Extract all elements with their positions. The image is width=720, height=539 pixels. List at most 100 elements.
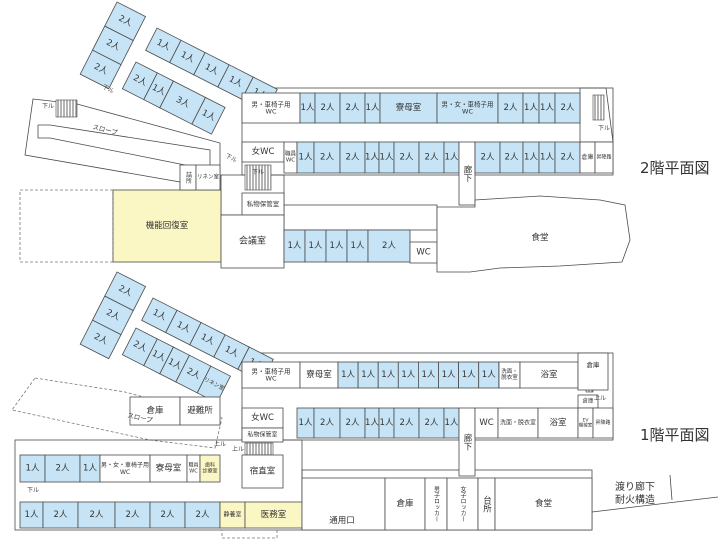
terrace-2f: [19, 189, 114, 263]
room-label: スロープ: [92, 123, 119, 137]
room-shape: [339, 141, 366, 174]
room-label: 1人: [524, 103, 538, 113]
room-label: 2人: [400, 418, 414, 428]
room-shape: [241, 427, 284, 443]
room: 浴室: [537, 407, 579, 439]
slope-lanes-2f: [37, 124, 211, 171]
room: 医務室: [244, 501, 303, 529]
room: 1人: [377, 361, 399, 389]
room-label-line: WC: [266, 375, 277, 383]
room-label: 2人: [425, 418, 439, 428]
room-label: 倉庫: [396, 498, 414, 509]
room-shape: [129, 396, 181, 426]
stair-direction-mark: 下ル: [101, 84, 115, 96]
room-label: 昇降路: [596, 154, 611, 161]
room-label: 食堂: [531, 232, 548, 243]
room: 1人: [337, 361, 359, 389]
room: 女WC: [241, 141, 285, 163]
room-shape: [99, 454, 151, 483]
room: 3人: [159, 80, 207, 125]
room: 2人: [418, 141, 445, 174]
room-label: 2人: [346, 418, 360, 428]
room-label: 女子ロッカー: [459, 485, 466, 522]
room-label: 1人: [301, 103, 315, 113]
room: 2人: [339, 407, 366, 439]
stair-direction-mark: 下ル: [27, 487, 39, 494]
room: 2人: [474, 141, 501, 174]
room-label: 1人: [361, 370, 375, 380]
room-label: 2人: [400, 153, 414, 163]
room-shape: [554, 141, 581, 174]
room-label: 1人: [462, 370, 476, 380]
room-label: 1人: [351, 241, 365, 251]
room-shape: [79, 49, 122, 90]
room: 2人: [554, 92, 581, 124]
room: 2人: [314, 92, 341, 124]
room: 寮母室: [149, 454, 188, 483]
room-label-line: 歯科: [205, 462, 215, 469]
walkway-line: [591, 496, 719, 513]
room: 1人: [364, 141, 379, 174]
room: 2人: [367, 229, 411, 263]
room: 1人: [19, 454, 46, 483]
stair-direction-mark: 上ル: [232, 445, 244, 453]
stair-direction-mark: 上ル: [214, 440, 226, 448]
room-label: 1人: [381, 370, 395, 380]
room-label: 2人: [54, 510, 68, 520]
room: 2人: [499, 141, 524, 174]
room: 1人: [364, 92, 381, 124]
room: 廊下: [458, 407, 476, 477]
room: 2人: [114, 501, 151, 529]
floor1-title: 1階平面図: [640, 426, 710, 444]
room: 1人: [378, 141, 395, 174]
room-shape: [184, 501, 221, 529]
room-shape: [393, 407, 420, 439]
room-label: 避難所: [187, 405, 213, 416]
room-shape: [393, 141, 420, 174]
room-shape: [519, 361, 579, 389]
room-shape: [594, 141, 614, 174]
room: 1人: [165, 309, 202, 346]
room-shape: [436, 195, 631, 273]
room-label: 2人: [481, 153, 495, 163]
room-label-line: 男・車椅子用: [252, 99, 291, 108]
room-label: 1人: [445, 418, 459, 428]
room-label: 2人: [320, 418, 334, 428]
room-shape: [592, 407, 614, 439]
room: 2人: [497, 92, 524, 124]
room: 会議室: [220, 214, 285, 269]
room-shape: [199, 454, 221, 483]
room-label: 2人: [321, 103, 335, 113]
room: 2人: [149, 501, 186, 529]
room-label: 静養室: [223, 511, 241, 519]
walkway-label: 渡り廊下: [615, 480, 655, 493]
room: 寮母室: [299, 361, 339, 389]
room: 食堂: [494, 477, 593, 531]
room: 女WC: [241, 407, 284, 429]
room-label: 廊下: [462, 433, 472, 452]
room: 2人: [121, 327, 158, 367]
south-corridor-2f: [283, 204, 438, 231]
room-label: 倉庫: [582, 397, 594, 405]
room-label: 1人: [25, 510, 39, 520]
room: 1人: [145, 27, 182, 64]
room-shape: [42, 501, 79, 529]
room: 2人: [313, 407, 341, 439]
room-shape: [418, 407, 445, 439]
room-shape: [301, 477, 386, 531]
room-shape: [79, 319, 122, 360]
canopy-1f: [221, 529, 278, 539]
room: 1人: [346, 229, 369, 263]
room-label: 倉庫: [146, 405, 164, 416]
room: 2人: [554, 141, 581, 174]
room: 1人: [438, 361, 460, 389]
room-shape: [313, 141, 341, 174]
room: 2人: [44, 454, 81, 483]
room-label: 浴室: [549, 417, 567, 428]
room: 1人: [357, 361, 379, 389]
room-label-line: 洗面・: [501, 367, 518, 375]
stairs-icon: [592, 94, 605, 121]
